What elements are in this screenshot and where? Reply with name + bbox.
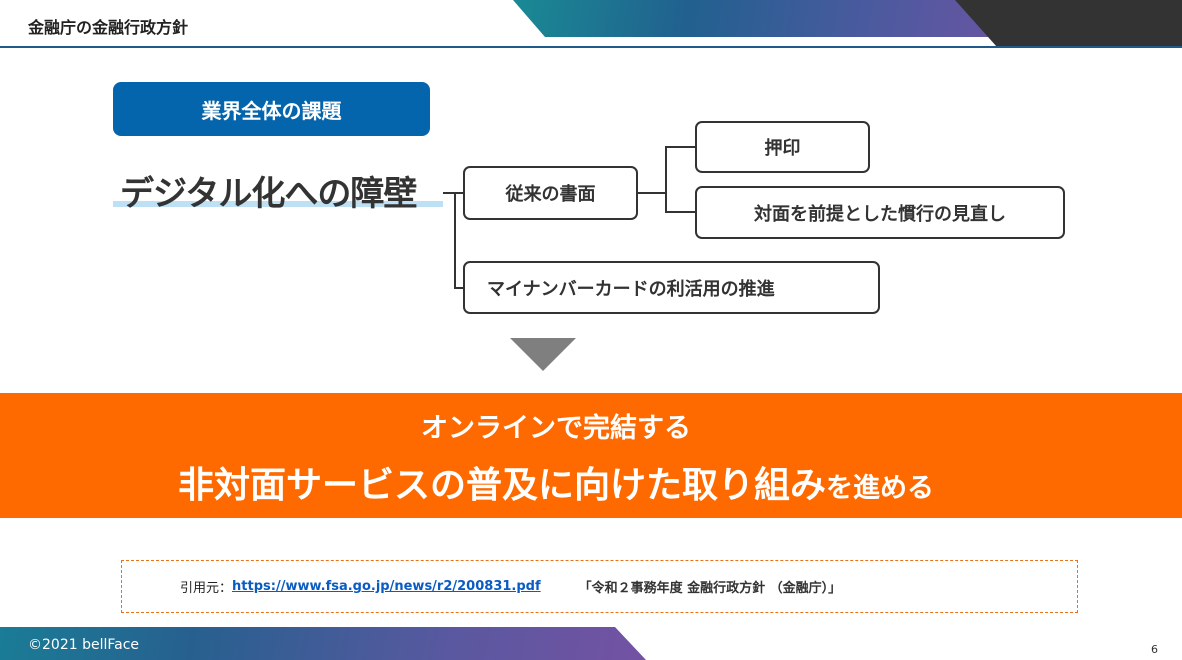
source-box: 引用元： https://www.fsa.go.jp/news/r2/20083… (121, 560, 1078, 613)
banner-line2-suffix: を進める (826, 473, 934, 504)
connector (665, 146, 695, 148)
banner-line2: 非対面サービスの普及に向けた取り組みを進める (0, 456, 1112, 508)
connector (454, 287, 463, 289)
source-label: 引用元： (180, 581, 233, 596)
page-title: 金融庁の金融行政方針 (28, 18, 189, 37)
tree-node-seal: 押印 (695, 121, 870, 173)
banner-line2-main: 非対面サービスの普及に向けた取り組み (177, 465, 826, 506)
tree-node-mynumber: マイナンバーカードの利活用の推進 (463, 261, 880, 314)
copyright: ©2021 bellFace (28, 637, 140, 653)
main-topic: デジタル化への障壁 (120, 174, 417, 214)
section-label: 業界全体の課題 (113, 82, 430, 136)
conclusion-banner: オンラインで完結する 非対面サービスの普及に向けた取り組みを進める (0, 393, 1182, 518)
tree-node-face: 対面を前提とした慣行の見直し (695, 186, 1065, 239)
connector (665, 146, 667, 213)
header-divider (0, 46, 1182, 48)
topic-underline (113, 201, 443, 207)
source-link[interactable]: https://www.fsa.go.jp/news/r2/200831.pdf (232, 579, 541, 594)
connector (443, 192, 463, 194)
footer-band: ©2021 bellFace (0, 627, 646, 660)
page-number: 6 (1151, 643, 1158, 656)
tree-node-paper: 従来の書面 (463, 166, 638, 220)
banner-line1: オンラインで完結する (421, 413, 691, 444)
down-arrow-icon (510, 338, 576, 371)
header-dark-band (955, 0, 1182, 47)
connector (638, 192, 666, 194)
header-gradient-band (513, 0, 1013, 37)
source-title: 「令和２事務年度 金融行政方針 （金融庁）」 (578, 581, 842, 596)
connector (665, 211, 695, 213)
connector (454, 192, 456, 288)
